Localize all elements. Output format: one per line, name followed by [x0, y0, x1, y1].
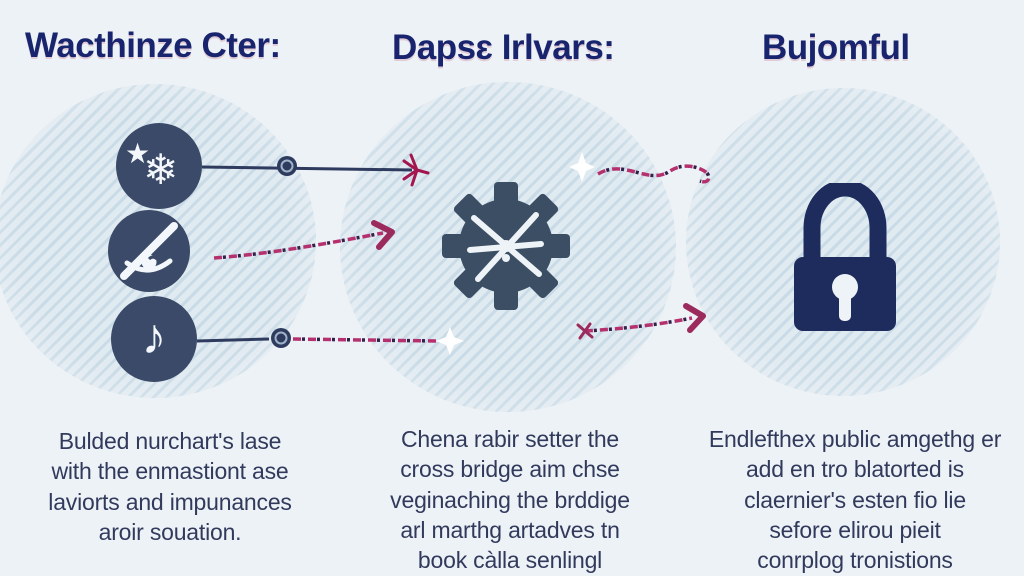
star-icon: ★ [125, 138, 151, 169]
music-badge: ♪ [111, 296, 197, 382]
chevron-arrowhead-right-icon [683, 303, 706, 333]
snowflake-icon: ❄ [143, 146, 179, 193]
stage-circle-right [686, 88, 1000, 396]
column-description-3: Endlefthex public amgethg er add en tro … [708, 426, 1002, 574]
star-snowflake-badge: ★ ❄ [116, 123, 202, 209]
padlock-icon [794, 183, 896, 331]
music-note-icon: ♪ [141, 308, 167, 365]
column-description-2: Chena rabir setter the cross bridge aim … [390, 426, 630, 574]
column-title-1: Wacthinze Cter: [25, 26, 281, 65]
column-title-3: Bujomful [762, 28, 910, 67]
gear-icon [442, 182, 570, 310]
eye-slash-icon [120, 222, 178, 280]
column-description-1: Bulded nurchart's lase with the enmastio… [48, 428, 292, 546]
hidden-eye-badge [108, 210, 190, 292]
column-title-2: Dapsɛ Irlvars: [392, 28, 615, 67]
